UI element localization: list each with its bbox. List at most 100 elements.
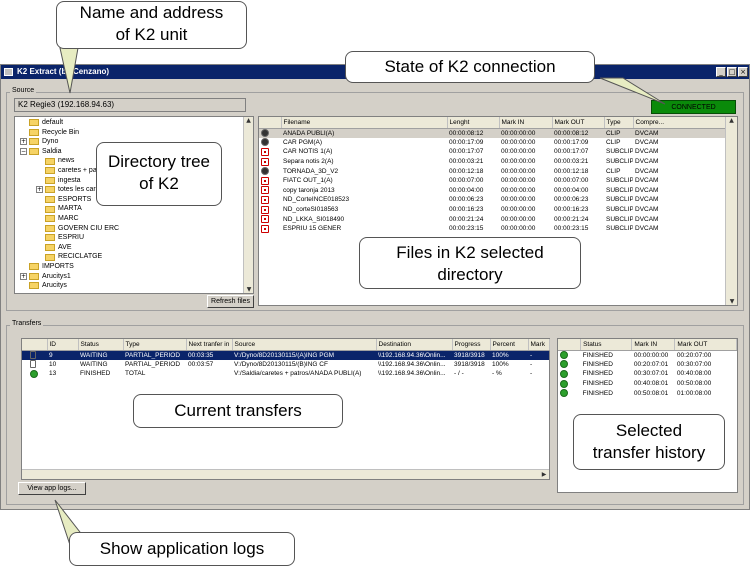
- subclip-icon: [261, 215, 269, 224]
- tree-item[interactable]: +Arucitys1: [19, 272, 253, 282]
- tree-item[interactable]: AVE: [19, 243, 253, 253]
- tree-item[interactable]: +totes les caretes: [19, 185, 253, 195]
- column-header[interactable]: Status: [78, 339, 124, 351]
- column-header[interactable]: [22, 339, 48, 351]
- column-header[interactable]: Lenght: [447, 117, 500, 129]
- tree-item[interactable]: RECICLATGE: [19, 252, 253, 262]
- folder-icon: [29, 119, 39, 127]
- check-icon: [560, 379, 568, 388]
- folder-icon: [45, 196, 55, 204]
- tree-item[interactable]: +Dyno: [19, 137, 253, 147]
- maximize-button[interactable]: □: [727, 67, 737, 77]
- column-header[interactable]: Type: [604, 117, 634, 129]
- expand-toggle-icon[interactable]: −: [20, 148, 27, 156]
- column-header[interactable]: Percent: [490, 339, 529, 351]
- tree-item[interactable]: Recycle Bin: [19, 128, 253, 138]
- tree-item[interactable]: default: [19, 118, 253, 128]
- scroll-up-icon[interactable]: ▲: [729, 117, 734, 124]
- tree-item[interactable]: Arucitys: [19, 281, 253, 291]
- column-header[interactable]: Filename: [281, 117, 448, 129]
- connector-name-address: [59, 47, 79, 94]
- expand-toggle-icon[interactable]: +: [20, 272, 27, 280]
- subclip-icon: [261, 195, 269, 204]
- history-in: 00:30:07:01: [633, 370, 669, 378]
- scroll-up-icon[interactable]: ▲: [246, 117, 251, 124]
- column-header[interactable]: Compre...: [633, 117, 726, 129]
- history-status: FINISHED: [582, 389, 613, 397]
- expand-toggle-icon[interactable]: +: [20, 138, 27, 146]
- column-header[interactable]: Next tranfer in: [186, 339, 233, 351]
- column-header[interactable]: Mark: [528, 339, 550, 351]
- view-app-logs-button[interactable]: View app logs...: [18, 482, 86, 495]
- transfer-source: V:/Dyno/8D20130115/(B)ING CF: [234, 360, 328, 368]
- tree-item[interactable]: GOVERN CIU ERC: [19, 224, 253, 234]
- transfer-type: PARTIAL_PERIOD: [123, 350, 186, 360]
- file-length: 00:00:08:12: [447, 128, 499, 138]
- files-scrollbar[interactable]: ▲ ▼: [725, 117, 737, 305]
- tree-item[interactable]: ingesta: [19, 176, 253, 186]
- scroll-right-icon[interactable]: ▶: [541, 471, 547, 478]
- minimize-button[interactable]: _: [716, 67, 726, 77]
- tree-item[interactable]: ESPORTS: [19, 195, 253, 205]
- column-header[interactable]: ID: [47, 339, 79, 351]
- column-header[interactable]: Mark IN: [499, 117, 553, 129]
- scroll-down-icon[interactable]: ▼: [246, 286, 252, 293]
- refresh-files-button[interactable]: Refresh files: [207, 295, 254, 308]
- history-status: FINISHED: [582, 360, 613, 368]
- column-header[interactable]: Destination: [376, 339, 453, 351]
- column-header[interactable]: Mark IN: [631, 339, 676, 351]
- tree-scrollbar[interactable]: ▲ ▼: [243, 117, 253, 293]
- column-header[interactable]: Type: [123, 339, 187, 351]
- tree-item[interactable]: MARC: [19, 214, 253, 224]
- file-type: SUBCLIP: [606, 148, 633, 156]
- column-header[interactable]: Mark OUT: [674, 339, 737, 351]
- file-in: 00:00:00:00: [501, 167, 536, 175]
- scroll-down-icon[interactable]: ▼: [729, 298, 735, 305]
- tree-item[interactable]: −Saldia: [19, 147, 253, 157]
- column-header[interactable]: Progress: [452, 339, 491, 351]
- expand-toggle-icon[interactable]: +: [36, 186, 43, 194]
- tree-item-label: ESPRIU: [58, 234, 85, 242]
- tree-item[interactable]: caretes + patros: [19, 166, 253, 176]
- file-length: 00:00:04:00: [449, 186, 484, 194]
- column-header[interactable]: Status: [580, 339, 633, 351]
- tree-item-label: ESPORTS: [58, 195, 92, 203]
- file-icon-cell: [259, 147, 281, 157]
- transfer-percent: - %: [492, 370, 502, 378]
- file-in: 00:00:00:00: [501, 148, 536, 156]
- tree-item-label: Recycle Bin: [42, 128, 79, 136]
- column-header[interactable]: Source: [232, 339, 377, 351]
- transfers-hscrollbar[interactable]: ▶: [22, 469, 549, 479]
- column-header[interactable]: Mark OUT: [552, 117, 605, 129]
- column-header[interactable]: [558, 339, 582, 351]
- tree-item[interactable]: MARTA: [19, 204, 253, 214]
- tree-item[interactable]: news: [19, 156, 253, 166]
- file-in: 00:00:00:00: [501, 225, 536, 233]
- transfer-status: WAITING: [78, 350, 123, 360]
- close-button[interactable]: ×: [738, 67, 748, 77]
- tree-item[interactable]: ESPRIU: [19, 233, 253, 243]
- tree-item[interactable]: IMPORTS: [19, 262, 253, 272]
- column-header[interactable]: [259, 117, 282, 129]
